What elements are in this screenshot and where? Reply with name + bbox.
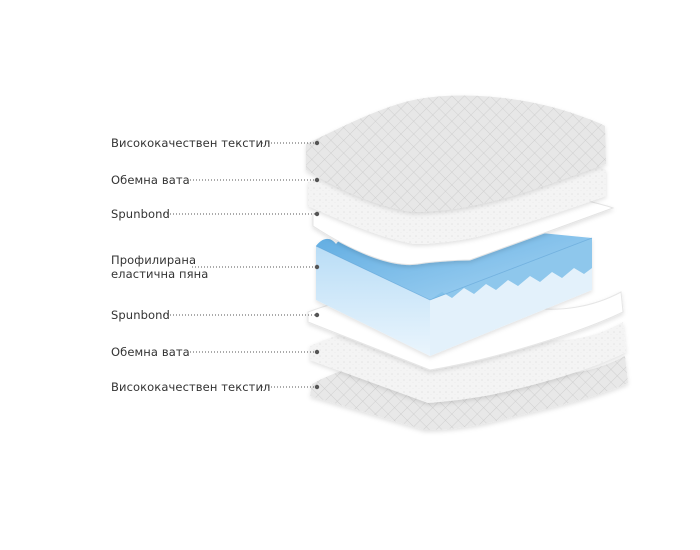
- leader-dot-3: [314, 211, 320, 217]
- leader-dot-5: [314, 312, 320, 318]
- leader-dot-4: [314, 264, 320, 270]
- foam-edge: [315, 237, 593, 301]
- label-bottom-textile: Висококачествен текстил: [111, 380, 271, 394]
- foam-front-side: [316, 246, 430, 356]
- label-top-textile: Висококачествен текстил: [111, 136, 271, 150]
- leader-dot-2: [314, 177, 320, 183]
- layer-top-textile: [306, 95, 606, 212]
- label-top-spunbond: Spunbond: [111, 207, 170, 221]
- label-profiled-foam-line1: Профилирана: [111, 253, 197, 267]
- label-profiled-foam: Профилирана еластична пяна: [111, 253, 208, 281]
- label-profiled-foam-line2: еластична пяна: [111, 267, 209, 281]
- leader-dot-1: [314, 140, 320, 146]
- label-top-wadding: Обемна вата: [111, 173, 190, 187]
- leader-dot-7: [314, 384, 320, 390]
- top-textile-quilting: [306, 95, 606, 212]
- label-bottom-spunbond: Spunbond: [111, 308, 170, 322]
- leader-dot-6: [314, 349, 320, 355]
- leader-lines: [164, 140, 320, 390]
- label-bottom-wadding: Обемна вата: [111, 345, 190, 359]
